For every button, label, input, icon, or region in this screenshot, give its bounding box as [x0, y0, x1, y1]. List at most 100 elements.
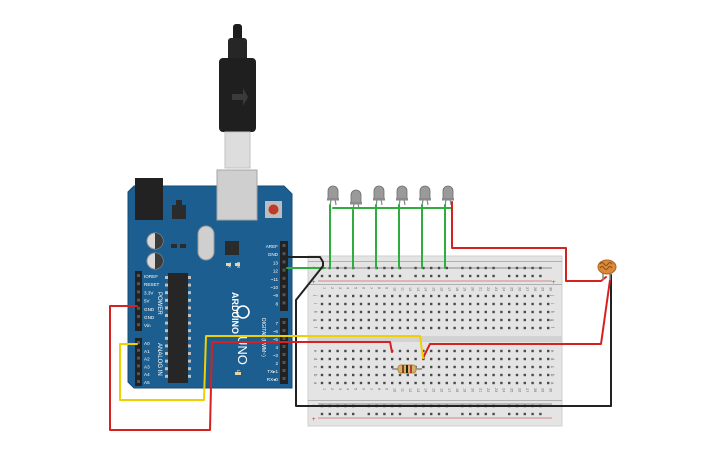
usb-socket: [216, 169, 258, 221]
row-letter: j: [313, 294, 318, 296]
column-number-top: 2: [330, 287, 334, 289]
column-number-top: 24: [502, 287, 506, 291]
digital-pin-label-bottom-6: TX▸1: [267, 369, 278, 374]
column-number-top: 11: [400, 287, 404, 291]
arduino-brand-label: ARDUINO: [230, 292, 240, 334]
row-letter: a: [550, 382, 555, 385]
column-number-bottom: 11: [400, 388, 404, 392]
row-letter: b: [550, 374, 555, 377]
wire-red-ldr: [451, 201, 607, 282]
column-number-top: 12: [408, 287, 412, 291]
row-letter: d: [550, 358, 555, 361]
photoresistor[interactable]: [597, 259, 617, 280]
column-number-bottom: 30: [549, 388, 553, 392]
resistor[interactable]: [392, 364, 422, 374]
column-number-top: 14: [424, 287, 428, 291]
row-letter: c: [313, 366, 318, 368]
digital-pin-label-top-5: ~10: [270, 285, 278, 290]
column-number-bottom: 29: [541, 388, 545, 392]
l-led-label: L: [236, 370, 241, 373]
rail-plus-label: +: [312, 280, 316, 286]
column-number-top: 28: [533, 287, 537, 291]
row-letter: f: [313, 327, 318, 329]
power-pin-label-5: GND: [144, 315, 155, 320]
digital-pin-label-bottom-5: 2: [275, 361, 278, 366]
digital-pin-label-bottom-3: 4: [275, 345, 278, 350]
row-letter: h: [550, 311, 555, 314]
column-number-top: 25: [510, 287, 514, 291]
power-pin-label-2: 3.3V: [144, 290, 154, 295]
power-pin-label-0: IOREF: [144, 274, 158, 279]
wire-red-ldr-out: [422, 279, 611, 359]
column-number-top: 1: [322, 287, 326, 289]
analog-pin-label-3: A3: [144, 364, 150, 369]
digital-pin-label-top-2: 13: [273, 260, 279, 265]
column-number-bottom: 27: [525, 388, 529, 392]
column-number-top: 20: [471, 287, 475, 291]
usb-cable[interactable]: [219, 24, 256, 169]
column-number-top: 30: [549, 287, 553, 291]
column-number-bottom: 4: [346, 388, 350, 390]
column-number-top: 23: [494, 287, 498, 291]
row-letter: e: [550, 350, 555, 353]
column-number-bottom: 23: [494, 388, 498, 392]
analog-pin-label-0: A0: [144, 341, 150, 346]
column-number-top: 13: [416, 287, 420, 291]
column-number-top: 29: [541, 287, 545, 291]
row-letter: c: [550, 366, 555, 368]
led-4[interactable]: [396, 185, 408, 208]
wires[interactable]: [109, 201, 612, 431]
reset-button-cap[interactable]: [268, 204, 279, 215]
column-number-top: 26: [517, 287, 521, 291]
column-number-bottom: 1: [322, 388, 326, 390]
column-number-top: 22: [486, 287, 490, 291]
column-number-bottom: 5: [354, 388, 358, 390]
atmega-chip: [168, 273, 188, 383]
power-pin-label-1: RESET: [144, 282, 160, 287]
column-number-top: 5: [354, 287, 358, 289]
column-number-top: 16: [439, 287, 443, 291]
column-number-bottom: 19: [463, 388, 467, 392]
column-number-bottom: 28: [533, 388, 537, 392]
column-number-bottom: 25: [510, 388, 514, 392]
digital-pin-label-top-1: GND: [268, 252, 279, 257]
power-label: POWER: [156, 292, 162, 315]
led-3[interactable]: [373, 185, 385, 208]
row-letter: h: [313, 311, 318, 314]
digital-pin-label-top-6: ~9: [273, 293, 279, 298]
column-number-top: 10: [393, 287, 397, 291]
digital-pin-label-bottom-0: 7: [275, 321, 278, 326]
arduino-logo-icon: [236, 305, 250, 319]
row-letter: b: [313, 374, 318, 377]
usb-icon: [232, 88, 248, 106]
uno-model-label: UNO: [235, 336, 250, 365]
column-number-bottom: 21: [478, 388, 482, 392]
digital-header-bottom: [280, 318, 288, 384]
row-letter: f: [550, 327, 555, 329]
column-number-bottom: 14: [424, 388, 428, 392]
analog-pin-label-2: A2: [144, 357, 150, 362]
column-number-top: 19: [463, 287, 467, 291]
column-number-top: 8: [377, 287, 381, 289]
column-number-bottom: 8: [377, 388, 381, 390]
row-letter: i: [550, 303, 555, 304]
column-number-top: 21: [478, 287, 482, 291]
column-number-bottom: 24: [502, 388, 506, 392]
row-letter: j: [550, 294, 555, 296]
column-number-bottom: 3: [338, 388, 342, 390]
led-array[interactable]: [327, 185, 454, 212]
led-5[interactable]: [419, 185, 431, 208]
column-number-bottom: 2: [330, 388, 334, 390]
column-number-top: 9: [385, 287, 389, 289]
column-number-top: 15: [432, 287, 436, 291]
led-1[interactable]: [327, 185, 339, 208]
row-letter: e: [313, 350, 318, 353]
column-number-top: 3: [338, 287, 342, 289]
digital-pin-label-top-4: ~11: [271, 277, 279, 282]
column-number-bottom: 12: [408, 388, 412, 392]
digital-pin-label-bottom-4: ~3: [273, 353, 279, 358]
power-pin-label-6: Vin: [144, 323, 151, 328]
column-number-top: 17: [447, 287, 451, 291]
